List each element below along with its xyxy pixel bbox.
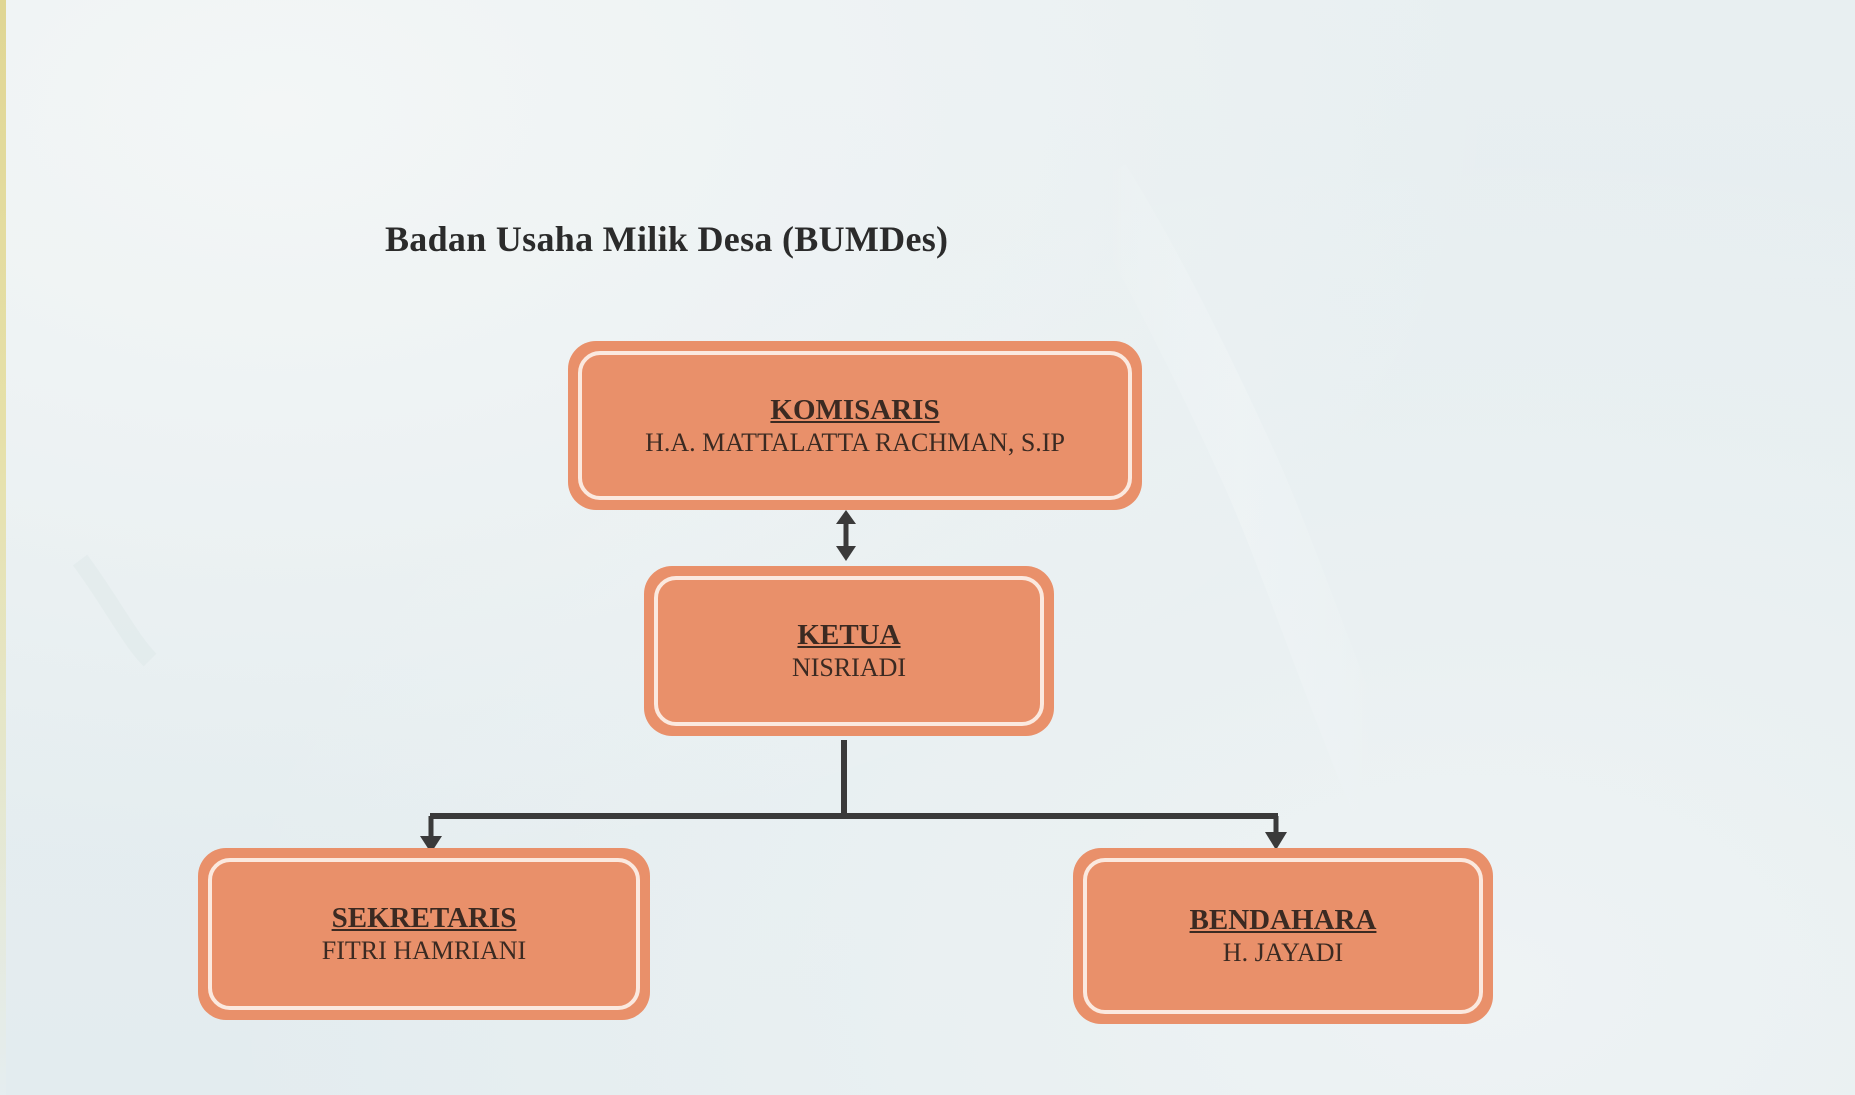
komisaris-box: KOMISARIS H.A. MATTALATTA RACHMAN, S.IP (568, 341, 1142, 510)
ketua-role: KETUA (797, 619, 901, 651)
sekretaris-name: FITRI HAMRIANI (321, 936, 527, 965)
bendahara-name: H. JAYADI (1222, 938, 1344, 967)
ketua-box-inner: KETUA NISRIADI (654, 576, 1044, 726)
bendahara-box-inner: BENDAHARA H. JAYADI (1083, 858, 1483, 1014)
sekretaris-box-inner: SEKRETARIS FITRI HAMRIANI (208, 858, 640, 1010)
sekretaris-box: SEKRETARIS FITRI HAMRIANI (198, 848, 650, 1020)
bendahara-role: BENDAHARA (1189, 904, 1377, 936)
ketua-box: KETUA NISRIADI (644, 566, 1054, 736)
sekretaris-role: SEKRETARIS (331, 902, 517, 934)
ketua-to-staff-connector (420, 740, 1287, 853)
komisaris-name: H.A. MATTALATTA RACHMAN, S.IP (645, 427, 1065, 457)
paper-edge-tint (0, 0, 6, 1095)
ketua-name: NISRIADI (791, 653, 907, 682)
bendahara-box: BENDAHARA H. JAYADI (1073, 848, 1493, 1024)
komisaris-ketua-arrow (836, 510, 856, 561)
komisaris-role: KOMISARIS (770, 393, 940, 426)
komisaris-box-inner: KOMISARIS H.A. MATTALATTA RACHMAN, S.IP (578, 351, 1132, 500)
diagram-title: Badan Usaha Milik Desa (BUMDes) (385, 219, 949, 259)
